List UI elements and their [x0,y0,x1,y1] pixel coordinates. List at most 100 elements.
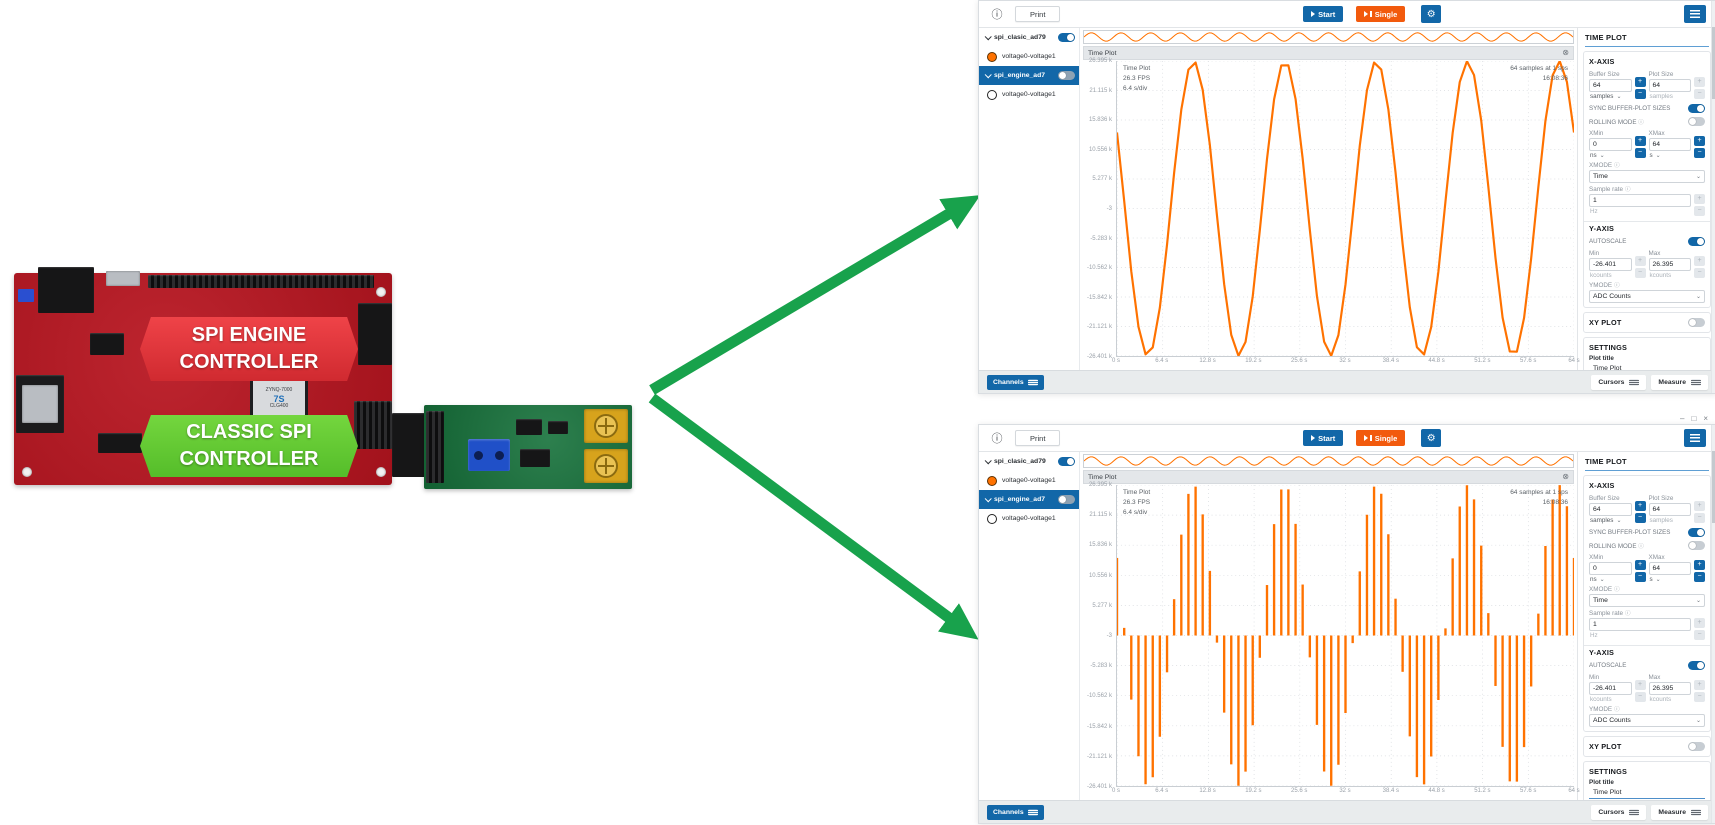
sync-buffer-plot-toggle[interactable] [1688,104,1705,113]
xmin-unit-select[interactable]: ns ⌄ [1590,576,1605,583]
xmin-unit-select[interactable]: ns ⌄ [1590,152,1605,159]
xmode-select[interactable]: Time ⌄ [1589,594,1705,607]
xmax-input[interactable]: 64 [1648,562,1691,575]
increment-button[interactable]: + [1694,136,1705,146]
plot-preview-strip[interactable] [1083,454,1574,468]
ymode-select[interactable]: ADC Counts ⌄ [1589,290,1705,303]
channels-button[interactable]: Channels [987,804,1044,820]
close-icon[interactable]: ⊗ [1562,48,1569,57]
device-enable-toggle[interactable] [1058,495,1075,504]
scrollbar[interactable] [1711,1,1715,393]
ymax-input[interactable]: 26.395 [1648,258,1691,271]
increment-button[interactable]: + [1694,194,1705,204]
plot-title-input[interactable]: Time Plot [1589,787,1705,799]
plot-title-input[interactable]: Time Plot [1589,363,1705,370]
maximize-icon[interactable]: □ [1691,414,1697,423]
decrement-button[interactable]: − [1694,572,1705,582]
rolling-mode-toggle[interactable] [1688,117,1705,126]
decrement-button[interactable]: − [1634,89,1646,99]
plot-size-input[interactable]: 64 [1648,79,1691,92]
device-enable-toggle[interactable] [1058,33,1075,42]
channel-color-marker[interactable] [987,513,997,524]
scrollbar-thumb[interactable] [1712,451,1715,523]
channel-color-marker[interactable] [987,51,997,62]
close-icon[interactable]: ⊗ [1562,472,1569,481]
device-enable-toggle[interactable] [1058,71,1075,80]
info-button[interactable]: ⓘ [989,6,1005,22]
buffer-size-unit-select[interactable]: samples ⌄ [1590,517,1622,524]
increment-button[interactable]: + [1634,256,1646,266]
start-button[interactable]: Start [1303,6,1344,22]
decrement-button[interactable]: − [1634,692,1646,702]
increment-button[interactable]: + [1694,680,1705,690]
plot-size-input[interactable]: 64 [1648,503,1691,516]
increment-button[interactable]: + [1694,77,1705,87]
autoscale-toggle[interactable] [1688,237,1705,246]
preferences-button[interactable]: ⚙ [1421,5,1442,23]
device-row-spi-classic[interactable]: spi_clasic_ad79 [979,28,1079,47]
info-button[interactable]: ⓘ [989,430,1005,446]
channels-button[interactable]: Channels [987,374,1044,390]
increment-button[interactable]: + [1634,501,1646,511]
increment-button[interactable]: + [1694,560,1705,570]
decrement-button[interactable]: − [1694,268,1705,278]
decrement-button[interactable]: − [1634,148,1646,158]
print-button[interactable]: Print [1015,430,1061,446]
sync-buffer-plot-toggle[interactable] [1688,528,1705,537]
xmax-unit-select[interactable]: s ⌄ [1649,152,1661,159]
buffer-size-input[interactable]: 64 [1589,503,1632,516]
xmax-unit-select[interactable]: s ⌄ [1649,576,1661,583]
device-row-spi-engine[interactable]: spi_engine_ad7 [979,490,1079,509]
minimize-icon[interactable]: – [1680,414,1685,423]
decrement-button[interactable]: − [1694,630,1705,640]
decrement-button[interactable]: − [1694,89,1705,99]
xmin-input[interactable]: 0 [1589,562,1632,575]
buffer-size-unit-select[interactable]: samples ⌄ [1590,93,1622,100]
buffer-size-input[interactable]: 64 [1589,79,1632,92]
measure-button[interactable]: Measure [1651,804,1708,820]
hamburger-menu-button[interactable] [1684,5,1706,23]
sample-rate-input[interactable]: 1 [1589,194,1691,207]
single-button[interactable]: Single [1356,6,1406,22]
sample-rate-input[interactable]: 1 [1589,618,1691,631]
single-button[interactable]: Single [1356,430,1406,446]
scrollbar-thumb[interactable] [1712,27,1715,99]
channel-row-voltage0-voltage1[interactable]: voltage0-voltage1 [979,47,1079,66]
decrement-button[interactable]: − [1694,148,1705,158]
scrollbar[interactable] [1711,425,1715,823]
increment-button[interactable]: + [1634,77,1646,87]
channel-color-marker[interactable] [987,89,997,100]
xmode-select[interactable]: Time ⌄ [1589,170,1705,183]
plot-canvas[interactable]: Time Plot 26.3 FPS 6.4 s/div 64 samples … [1116,485,1574,787]
rolling-mode-toggle[interactable] [1688,541,1705,550]
channel-color-marker[interactable] [987,475,997,486]
increment-button[interactable]: + [1634,680,1646,690]
increment-button[interactable]: + [1634,560,1646,570]
xmax-input[interactable]: 64 [1648,138,1691,151]
decrement-button[interactable]: − [1694,513,1705,523]
start-button[interactable]: Start [1303,430,1344,446]
channel-row-voltage0-voltage1-2[interactable]: voltage0-voltage1 [979,509,1079,528]
channel-row-voltage0-voltage1-2[interactable]: voltage0-voltage1 [979,85,1079,104]
close-icon[interactable]: × [1703,414,1708,423]
increment-button[interactable]: + [1634,136,1646,146]
xmin-input[interactable]: 0 [1589,138,1632,151]
increment-button[interactable]: + [1694,501,1705,511]
preferences-button[interactable]: ⚙ [1421,429,1442,447]
xy-plot-toggle[interactable] [1688,318,1705,327]
xy-plot-toggle[interactable] [1688,742,1705,751]
ymode-select[interactable]: ADC Counts ⌄ [1589,714,1705,727]
hamburger-menu-button[interactable] [1684,429,1706,447]
measure-button[interactable]: Measure [1651,374,1708,390]
plot-preview-strip[interactable] [1083,30,1574,44]
cursors-button[interactable]: Cursors [1591,374,1647,390]
device-row-spi-engine[interactable]: spi_engine_ad7 [979,66,1079,85]
device-row-spi-classic[interactable]: spi_clasic_ad79 [979,452,1079,471]
plot-tab[interactable]: Time Plot [1088,473,1117,481]
ymin-input[interactable]: -26.401 [1589,682,1632,695]
ymax-input[interactable]: 26.395 [1648,682,1691,695]
device-enable-toggle[interactable] [1058,457,1075,466]
autoscale-toggle[interactable] [1688,661,1705,670]
decrement-button[interactable]: − [1694,206,1705,216]
decrement-button[interactable]: − [1634,513,1646,523]
